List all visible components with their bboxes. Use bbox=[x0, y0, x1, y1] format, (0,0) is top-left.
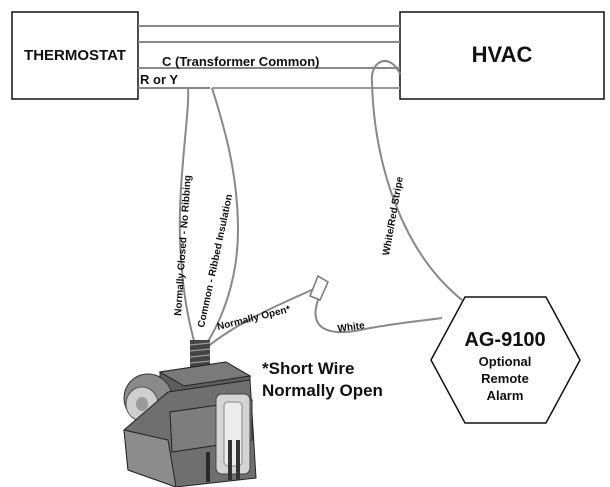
common-wire bbox=[203, 87, 240, 349]
hvac-box: HVAC bbox=[399, 11, 605, 100]
c-wire-label: C (Transformer Common) bbox=[162, 54, 319, 69]
normally-closed-label: Normally Closed - No Ribbing bbox=[173, 175, 194, 317]
remote-alarm-hexagon: AG-9100 Optional Remote Alarm bbox=[430, 296, 581, 424]
white-wire-label: White bbox=[337, 320, 366, 335]
r-wire-label: R or Y bbox=[140, 72, 178, 87]
normally-open-label: Normally Open* bbox=[216, 304, 292, 333]
white-red-stripe-wire bbox=[370, 60, 463, 301]
alarm-line1: Optional bbox=[479, 354, 532, 369]
normally-open-note: Normally Open bbox=[262, 381, 383, 400]
common-label: Common - Ribbed Insulation bbox=[196, 193, 235, 328]
thermostat-label: THERMOSTAT bbox=[24, 47, 126, 64]
white-red-stripe-label: White/Red Stripe bbox=[381, 175, 406, 256]
float-switch-icon bbox=[123, 340, 257, 487]
wire-nut-connector bbox=[309, 274, 329, 301]
alarm-model: AG-9100 bbox=[464, 329, 545, 351]
short-wire-note: *Short Wire bbox=[262, 359, 354, 378]
alarm-line2: Remote bbox=[481, 371, 529, 386]
thermostat-box: THERMOSTAT bbox=[11, 11, 139, 100]
alarm-line3: Alarm bbox=[487, 388, 524, 403]
bus-wires bbox=[138, 25, 400, 89]
normally-closed-wire bbox=[178, 87, 197, 349]
normally-open-wire bbox=[205, 287, 317, 349]
hvac-label: HVAC bbox=[472, 42, 533, 67]
white-wire bbox=[314, 299, 443, 334]
